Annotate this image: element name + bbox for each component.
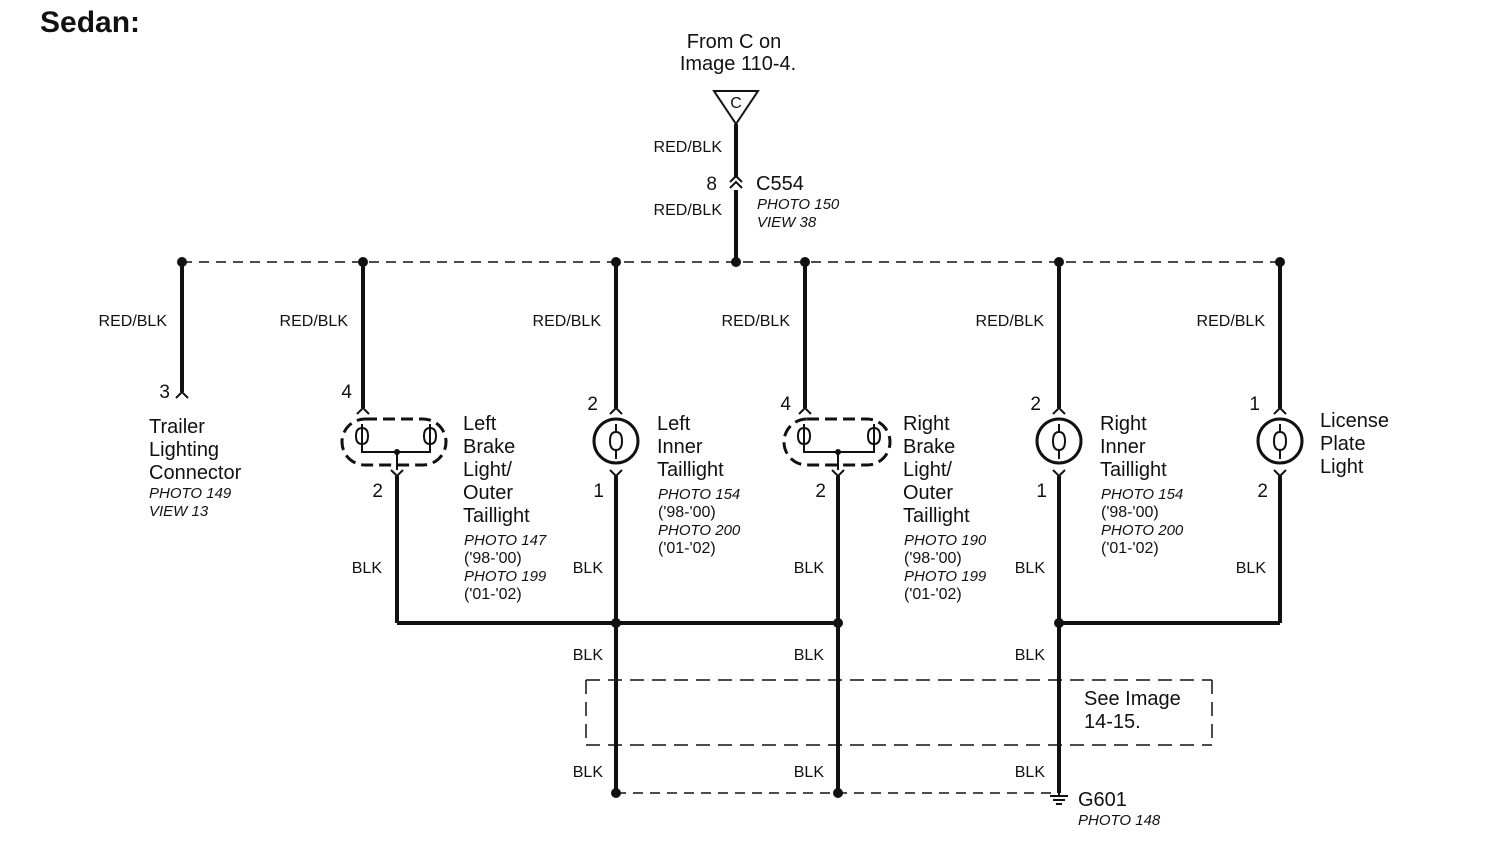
wire-color-blk-7: BLK (794, 647, 825, 664)
left-brake-label-2: Brake (463, 436, 515, 458)
left-brake-label-3: Light/ (463, 459, 512, 481)
right-inner-ref-3: PHOTO 200 (1101, 522, 1184, 539)
left-brake-ref-4: ('01-'02) (464, 586, 522, 603)
ground-symbol-icon (1050, 790, 1068, 805)
right-brake-ref-3: PHOTO 199 (904, 568, 987, 585)
right-inner-label-3: Taillight (1100, 459, 1167, 481)
left-brake-bulb-icon (340, 406, 448, 478)
diagram-title: Sedan: (40, 6, 140, 39)
wire-color-license: RED/BLK (1197, 313, 1266, 330)
wire-color-blk-2: BLK (573, 560, 604, 577)
left-brake-ref-2: ('98-'00) (464, 550, 522, 567)
see-image-text-2: 14-15. (1084, 711, 1141, 733)
wire-color-blk-8: BLK (1015, 647, 1046, 664)
left-inner-label-2: Inner (657, 436, 703, 458)
right-brake-ref-1: PHOTO 190 (904, 532, 987, 549)
left-inner-ref-2: ('98-'00) (658, 504, 716, 521)
left-brake-pin-top: 4 (341, 382, 352, 403)
left-brake-ref-3: PHOTO 199 (464, 568, 547, 585)
right-inner-ref-2: ('98-'00) (1101, 504, 1159, 521)
trailer-label-1: Trailer (149, 416, 205, 438)
left-inner-label-1: Left (657, 413, 691, 435)
trailer-ref-1: PHOTO 149 (149, 485, 232, 502)
trailer-label-3: Connector (149, 462, 242, 484)
wire-color-right-brake: RED/BLK (722, 313, 791, 330)
left-inner-ref-3: PHOTO 200 (658, 522, 741, 539)
left-brake-ref-1: PHOTO 147 (464, 532, 547, 549)
right-brake-pin-top: 4 (780, 394, 791, 415)
trailer-label-2: Lighting (149, 439, 219, 461)
left-inner-pin-bottom: 1 (593, 481, 604, 502)
connector-name: C554 (756, 173, 804, 195)
wire-color-blk-1: BLK (352, 560, 383, 577)
source-triangle-symbol: C (712, 90, 760, 126)
right-inner-ref-4: ('01-'02) (1101, 540, 1159, 557)
source-text-line2: Image 110-4. (680, 53, 796, 75)
ground-wire-color-labels: BLK BLK BLK BLK BLK BLK BLK BLK BLK BLK … (352, 560, 1267, 781)
right-brake-label-3: Light/ (903, 459, 952, 481)
license-label-1: License (1320, 410, 1389, 432)
drop-wire-color-labels: RED/BLK RED/BLK RED/BLK RED/BLK RED/BLK … (99, 313, 1266, 330)
feed-wire-color-upper: RED/BLK (654, 139, 723, 156)
right-brake-bulb-icon (782, 406, 892, 478)
right-inner-bulb-icon (1035, 406, 1083, 478)
right-brake-ref-2: ('98-'00) (904, 550, 962, 567)
right-brake-ref-4: ('01-'02) (904, 586, 962, 603)
wire-color-blk-9: BLK (573, 764, 604, 781)
left-inner-pin-top: 2 (587, 394, 598, 415)
connector-c554-symbol (729, 174, 743, 189)
right-inner-pin-bottom: 1 (1036, 481, 1047, 502)
wire-color-blk-4: BLK (1015, 560, 1046, 577)
wire-color-left-inner: RED/BLK (533, 313, 602, 330)
left-brake-label-4: Outer (463, 482, 513, 504)
wire-color-blk-3: BLK (794, 560, 825, 577)
wire-color-left-brake: RED/BLK (280, 313, 349, 330)
right-inner-pin-top: 2 (1030, 394, 1041, 415)
right-brake-label-5: Taillight (903, 505, 970, 527)
right-brake-label-4: Outer (903, 482, 953, 504)
left-brake-pin-bottom: 2 (372, 481, 383, 502)
wire-color-blk-10: BLK (794, 764, 825, 781)
source-text-line1: From C on (687, 31, 781, 53)
see-image-text-1: See Image (1084, 688, 1181, 710)
license-plate-bulb-icon (1256, 406, 1304, 478)
license-label-3: Light (1320, 456, 1364, 478)
drop-wires (180, 262, 1282, 408)
right-inner-ref-1: PHOTO 154 (1101, 486, 1183, 503)
wire-color-right-inner: RED/BLK (976, 313, 1045, 330)
right-brake-label-1: Right (903, 413, 950, 435)
feed-wire-color-lower: RED/BLK (654, 202, 723, 219)
wire-color-blk-11: BLK (1015, 764, 1046, 781)
source-symbol-letter: C (730, 95, 742, 112)
left-inner-ref-1: PHOTO 154 (658, 486, 740, 503)
left-inner-bulb-icon (592, 406, 640, 478)
ground-photo: PHOTO 148 (1078, 812, 1161, 829)
connector-photo: PHOTO 150 (757, 196, 840, 213)
right-inner-label-2: Inner (1100, 436, 1146, 458)
connector-pin: 8 (706, 174, 717, 195)
license-pin-top: 1 (1249, 394, 1260, 415)
ground-name: G601 (1078, 789, 1127, 811)
left-brake-label-5: Taillight (463, 505, 530, 527)
wire-color-blk-5: BLK (1236, 560, 1267, 577)
trailer-ref-2: VIEW 13 (149, 503, 209, 520)
license-pin-bottom: 2 (1257, 481, 1268, 502)
right-inner-label-1: Right (1100, 413, 1147, 435)
right-brake-pin-bottom: 2 (815, 481, 826, 502)
left-brake-label-1: Left (463, 413, 497, 435)
trailer-connector-symbol (175, 390, 189, 399)
trailer-pin: 3 (159, 382, 170, 403)
wire-color-trailer: RED/BLK (99, 313, 168, 330)
connector-view: VIEW 38 (757, 214, 817, 231)
right-brake-label-2: Brake (903, 436, 955, 458)
left-inner-label-3: Taillight (657, 459, 724, 481)
wire-color-blk-6: BLK (573, 647, 604, 664)
license-label-2: Plate (1320, 433, 1366, 455)
left-inner-ref-4: ('01-'02) (658, 540, 716, 557)
see-image-box (585, 679, 1213, 746)
